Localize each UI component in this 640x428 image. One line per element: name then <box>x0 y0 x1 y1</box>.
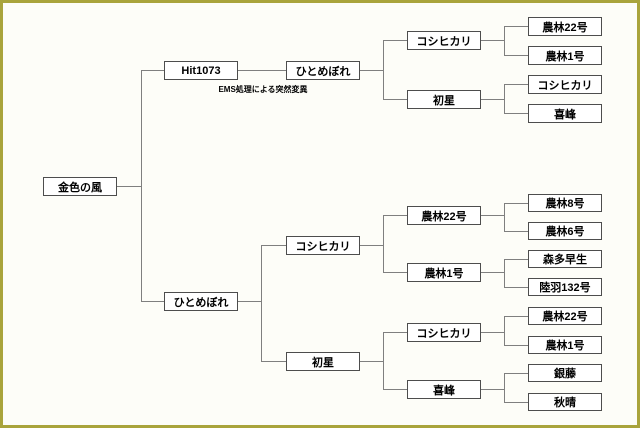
tree-connector-line <box>504 203 528 204</box>
tree-connector-line <box>481 40 504 41</box>
leaf-rikuu132: 陸羽132号 <box>528 278 602 296</box>
node-hitomebore-top: ひとめぼれ <box>286 61 360 80</box>
tree-connector-line <box>504 373 528 374</box>
leaf-norin8: 農林8号 <box>528 194 602 212</box>
tree-connector-line <box>504 373 505 403</box>
leaf-norin22-bottom: 農林22号 <box>528 307 602 325</box>
node-hatsuboshi-mid: 初星 <box>286 352 360 371</box>
tree-connector-line <box>504 316 528 317</box>
tree-connector-line <box>504 316 505 346</box>
leaf-norin1-bottom: 農林1号 <box>528 336 602 354</box>
node-hitomebore-bottom: ひとめぼれ <box>164 292 238 311</box>
node-norin1-mid: 農林1号 <box>407 263 481 282</box>
tree-connector-line <box>504 231 528 232</box>
node-kinironokaze: 金色の風 <box>43 177 117 196</box>
node-koshihikari-bottom: コシヒカリ <box>407 323 481 342</box>
tree-connector-line <box>238 301 261 302</box>
node-koshihikari-mid: コシヒカリ <box>286 236 360 255</box>
tree-connector-line <box>504 345 528 346</box>
tree-connector-line <box>504 84 528 85</box>
tree-connector-line <box>261 361 286 362</box>
tree-connector-line <box>383 272 407 273</box>
tree-connector-line <box>481 272 504 273</box>
leaf-norin1-top: 農林1号 <box>528 46 602 65</box>
tree-connector-line <box>383 40 407 41</box>
tree-connector-line <box>360 245 383 246</box>
tree-connector-line <box>504 402 528 403</box>
tree-connector-line <box>141 301 164 302</box>
node-norin22-mid: 農林22号 <box>407 206 481 225</box>
tree-connector-line <box>383 99 407 100</box>
leaf-koshihikari-top: コシヒカリ <box>528 75 602 94</box>
tree-connector-line <box>481 332 504 333</box>
tree-connector-line <box>383 332 384 390</box>
leaf-ginfuji: 銀藤 <box>528 364 602 382</box>
tree-connector-line <box>481 215 504 216</box>
leaf-moritawase: 森多早生 <box>528 250 602 268</box>
leaf-kiho-top: 喜峰 <box>528 104 602 123</box>
tree-connector-line <box>383 215 384 273</box>
ems-mutation-note: EMS処理による突然変異 <box>218 85 308 94</box>
tree-connector-line <box>504 55 528 56</box>
tree-connector-line <box>238 70 286 71</box>
node-hit1073: Hit1073 <box>164 61 238 80</box>
tree-connector-line <box>504 113 528 114</box>
tree-connector-line <box>141 70 142 302</box>
tree-connector-line <box>504 259 505 288</box>
tree-connector-line <box>360 361 383 362</box>
tree-connector-line <box>261 245 286 246</box>
tree-connector-line <box>504 287 528 288</box>
tree-connector-line <box>481 389 504 390</box>
tree-connector-line <box>141 70 164 71</box>
tree-connector-line <box>383 215 407 216</box>
node-kiho-bottom: 喜峰 <box>407 380 481 399</box>
tree-connector-line <box>261 245 262 362</box>
tree-connector-line <box>504 203 505 232</box>
node-koshihikari-top: コシヒカリ <box>407 31 481 50</box>
tree-connector-line <box>383 389 407 390</box>
leaf-norin22-top: 農林22号 <box>528 17 602 36</box>
tree-connector-line <box>504 84 505 114</box>
leaf-akibare: 秋晴 <box>528 393 602 411</box>
tree-connector-line <box>383 40 384 100</box>
tree-connector-line <box>360 70 383 71</box>
tree-connector-line <box>383 332 407 333</box>
tree-connector-line <box>504 259 528 260</box>
node-hatsuboshi-top: 初星 <box>407 90 481 109</box>
tree-connector-line <box>481 99 504 100</box>
tree-connector-line <box>504 26 505 56</box>
tree-connector-line <box>117 186 141 187</box>
leaf-norin6: 農林6号 <box>528 222 602 240</box>
tree-connector-line <box>504 26 528 27</box>
